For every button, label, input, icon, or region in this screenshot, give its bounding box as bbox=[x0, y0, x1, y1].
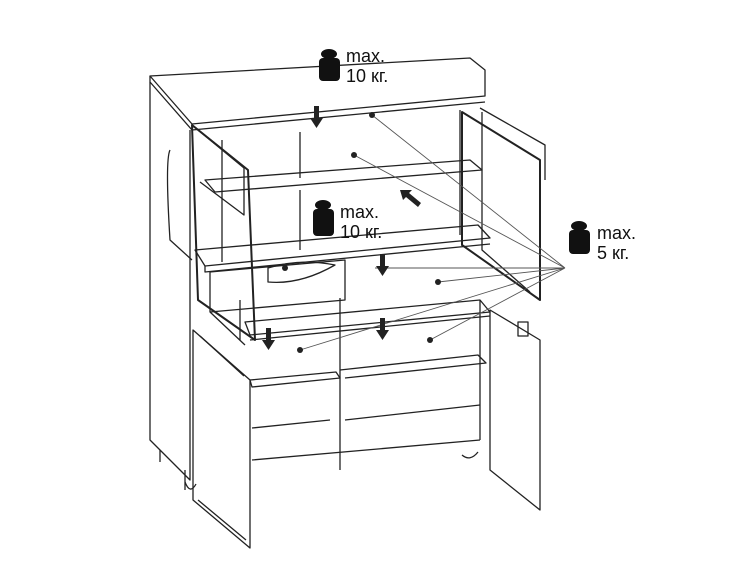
upper-shelf-glass bbox=[204, 159, 483, 193]
arrow-down-icon bbox=[376, 254, 389, 276]
arrows bbox=[262, 106, 421, 350]
shelf-dots bbox=[282, 112, 441, 353]
weight-icon bbox=[569, 221, 590, 254]
middle-shelf bbox=[194, 224, 491, 267]
label-line: 10 кг. bbox=[346, 66, 389, 86]
label-line: 5 кг. bbox=[597, 243, 630, 263]
right-glass-door bbox=[461, 111, 541, 301]
left-glass-door bbox=[191, 124, 256, 341]
top-shelf-load-label: max. 10 кг. bbox=[346, 46, 388, 86]
weight-icon bbox=[313, 200, 334, 236]
weight-icons bbox=[313, 49, 590, 254]
left-lower-door bbox=[192, 329, 251, 549]
left-side-panel bbox=[149, 82, 191, 481]
arrow-diagonal-icon bbox=[400, 190, 421, 207]
arrow-down-icon bbox=[262, 328, 275, 350]
leader-lines bbox=[299, 114, 566, 351]
drawer bbox=[209, 259, 346, 346]
upper-back bbox=[221, 110, 461, 262]
label-line: 10 кг. bbox=[340, 222, 383, 242]
middle-shelf-load-label: max. 10 кг. bbox=[340, 202, 382, 242]
arrow-down-icon bbox=[310, 106, 323, 128]
label-line: max. bbox=[340, 202, 380, 222]
right-lower-door bbox=[489, 309, 541, 511]
arrow-down-icon bbox=[376, 318, 389, 340]
label-line: max. bbox=[597, 223, 637, 243]
top-panel bbox=[149, 57, 486, 125]
lower-shelf-3 bbox=[251, 404, 481, 429]
glass-shelf-load-label: max. 5 кг. bbox=[597, 223, 636, 263]
weight-icon bbox=[319, 49, 340, 81]
label-line: max. bbox=[346, 46, 386, 66]
lower-shelf-2 bbox=[249, 354, 487, 388]
